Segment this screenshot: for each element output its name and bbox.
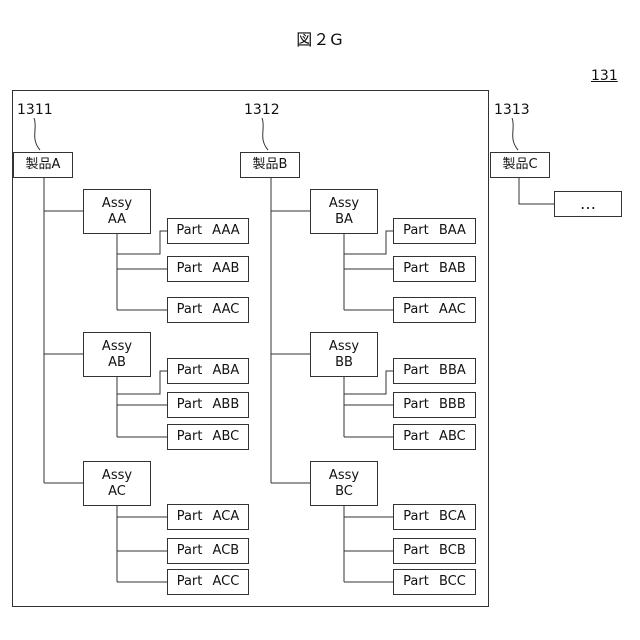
part-bab-node: Part BAB (393, 256, 476, 282)
part-aca-node: Part ACA (167, 504, 249, 530)
part-bac-node: Part AAC (393, 297, 476, 323)
part-bca-node: Part BCA (393, 504, 476, 530)
part-abb-node: Part ABB (167, 392, 249, 418)
assy-bb-node: Assy BB (310, 332, 378, 377)
part-aac-node: Part AAC (167, 297, 249, 323)
part-acb-node: Part ACB (167, 538, 249, 564)
part-bba-node: Part BBA (393, 358, 476, 384)
part-bbc-node: Part ABC (393, 424, 476, 450)
assy-ab-node: Assy AB (83, 332, 151, 377)
assy-bc-node: Assy BC (310, 461, 378, 506)
part-aab-node: Part AAB (167, 256, 249, 282)
trunk-line-c (519, 178, 554, 204)
part-bcb-node: Part BCB (393, 538, 476, 564)
figure-title: 図２G (0, 26, 640, 50)
reference-number-131: 131 (591, 68, 618, 84)
part-acc-node: Part ACC (167, 569, 249, 595)
leader-line-1313 (512, 118, 518, 150)
assy-ba-node: Assy BA (310, 189, 378, 234)
product-c-node: 製品C (490, 152, 550, 178)
part-bcc-node: Part BCC (393, 569, 476, 595)
assy-aa-node: Assy AA (83, 189, 151, 234)
part-aaa-node: Part AAA (167, 218, 249, 244)
product-a-node: 製品A (13, 152, 73, 178)
part-bbb-node: Part BBB (393, 392, 476, 418)
part-baa-node: Part BAA (393, 218, 476, 244)
reference-number-1313: 1313 (494, 102, 530, 118)
part-abc-node: Part ABC (167, 424, 249, 450)
ellipsis-node: … (554, 191, 622, 217)
product-b-node: 製品B (240, 152, 300, 178)
reference-number-1311: 1311 (17, 102, 53, 118)
part-aba-node: Part ABA (167, 358, 249, 384)
assy-ac-node: Assy AC (83, 461, 151, 506)
reference-number-1312: 1312 (244, 102, 280, 118)
